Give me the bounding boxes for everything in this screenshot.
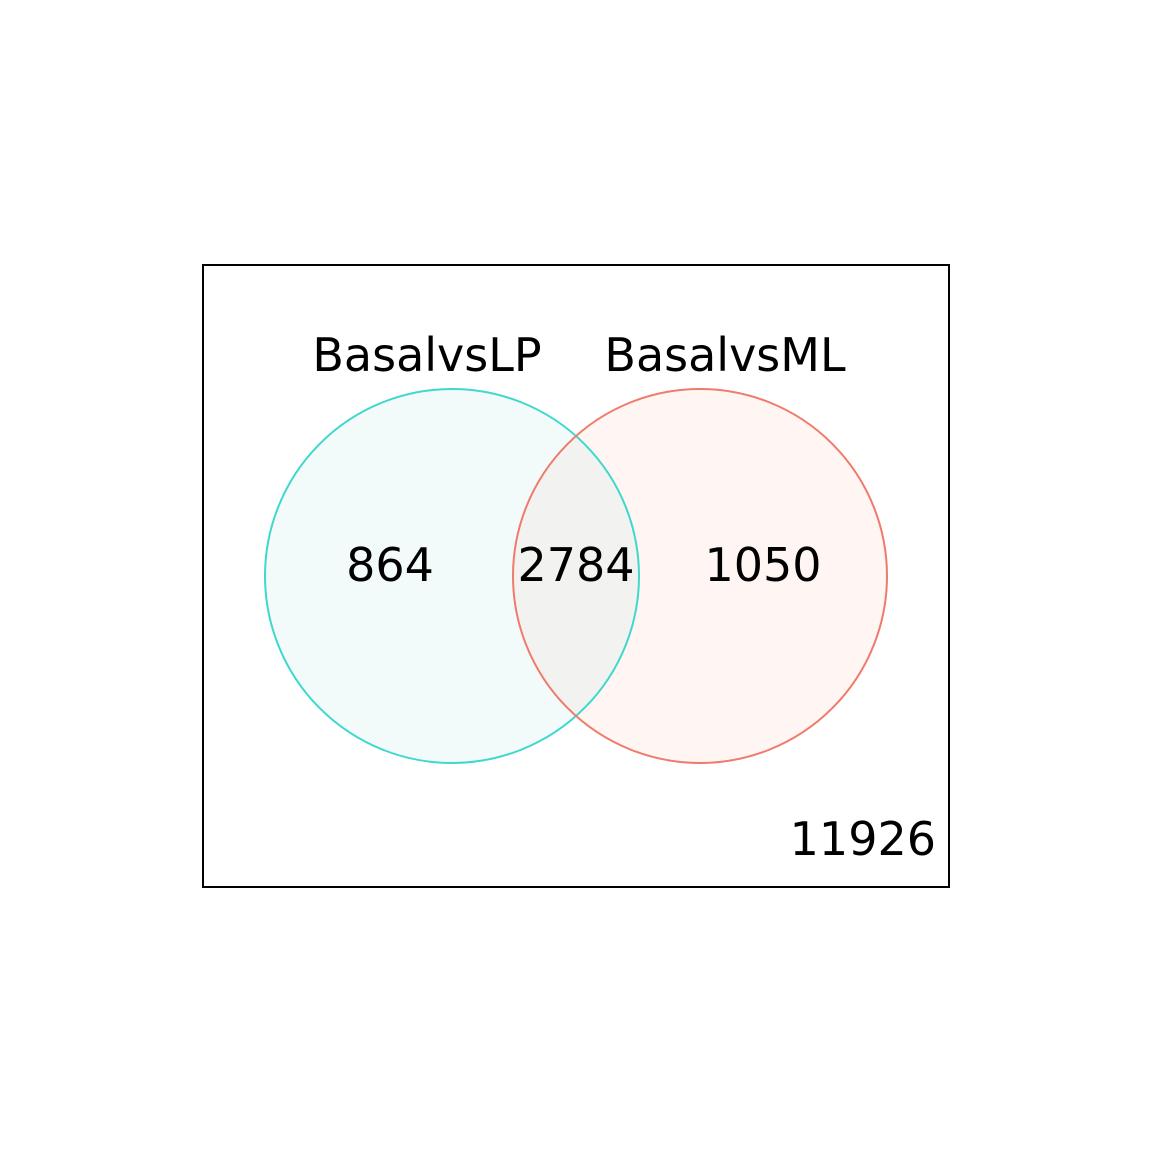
set-circle-outline-basalvslp — [264, 388, 640, 764]
count-intersection: 2784 — [517, 538, 634, 592]
intersection-fill — [513, 389, 639, 763]
set-label-basalvslp: BasalvsLP — [312, 328, 541, 382]
universe-frame — [202, 264, 950, 888]
count-basalvslp-only: 864 — [346, 538, 434, 592]
count-neither: 11926 — [790, 812, 936, 866]
set-label-basalvsml: BasalvsML — [604, 328, 846, 382]
set-circle-outline-basalvsml — [512, 388, 888, 764]
count-basalvsml-only: 1050 — [704, 538, 821, 592]
